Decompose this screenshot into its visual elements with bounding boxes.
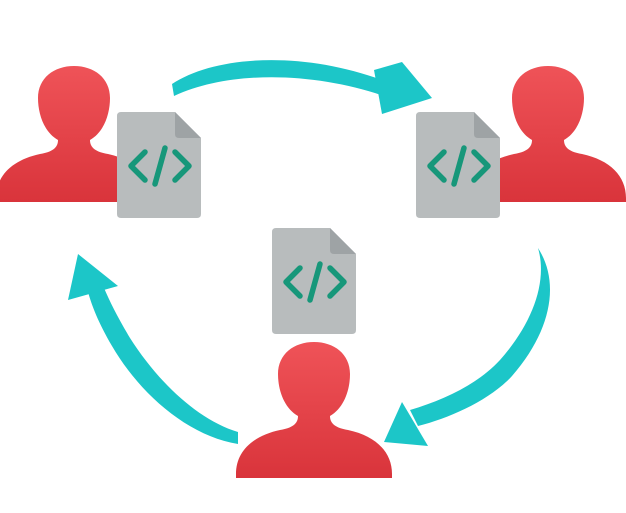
user-icon [236,342,392,478]
code-file-icon [272,228,356,334]
user-top-left [0,66,201,218]
arrow-top-left-to-top-right [172,60,432,114]
arrow-top-right-to-bottom-center [384,248,551,446]
arrow-bottom-center-to-top-left [68,254,238,444]
user-bottom-center [236,228,392,478]
code-file-icon [117,112,201,218]
user-top-right [416,66,626,218]
code-file-icon [416,112,500,218]
